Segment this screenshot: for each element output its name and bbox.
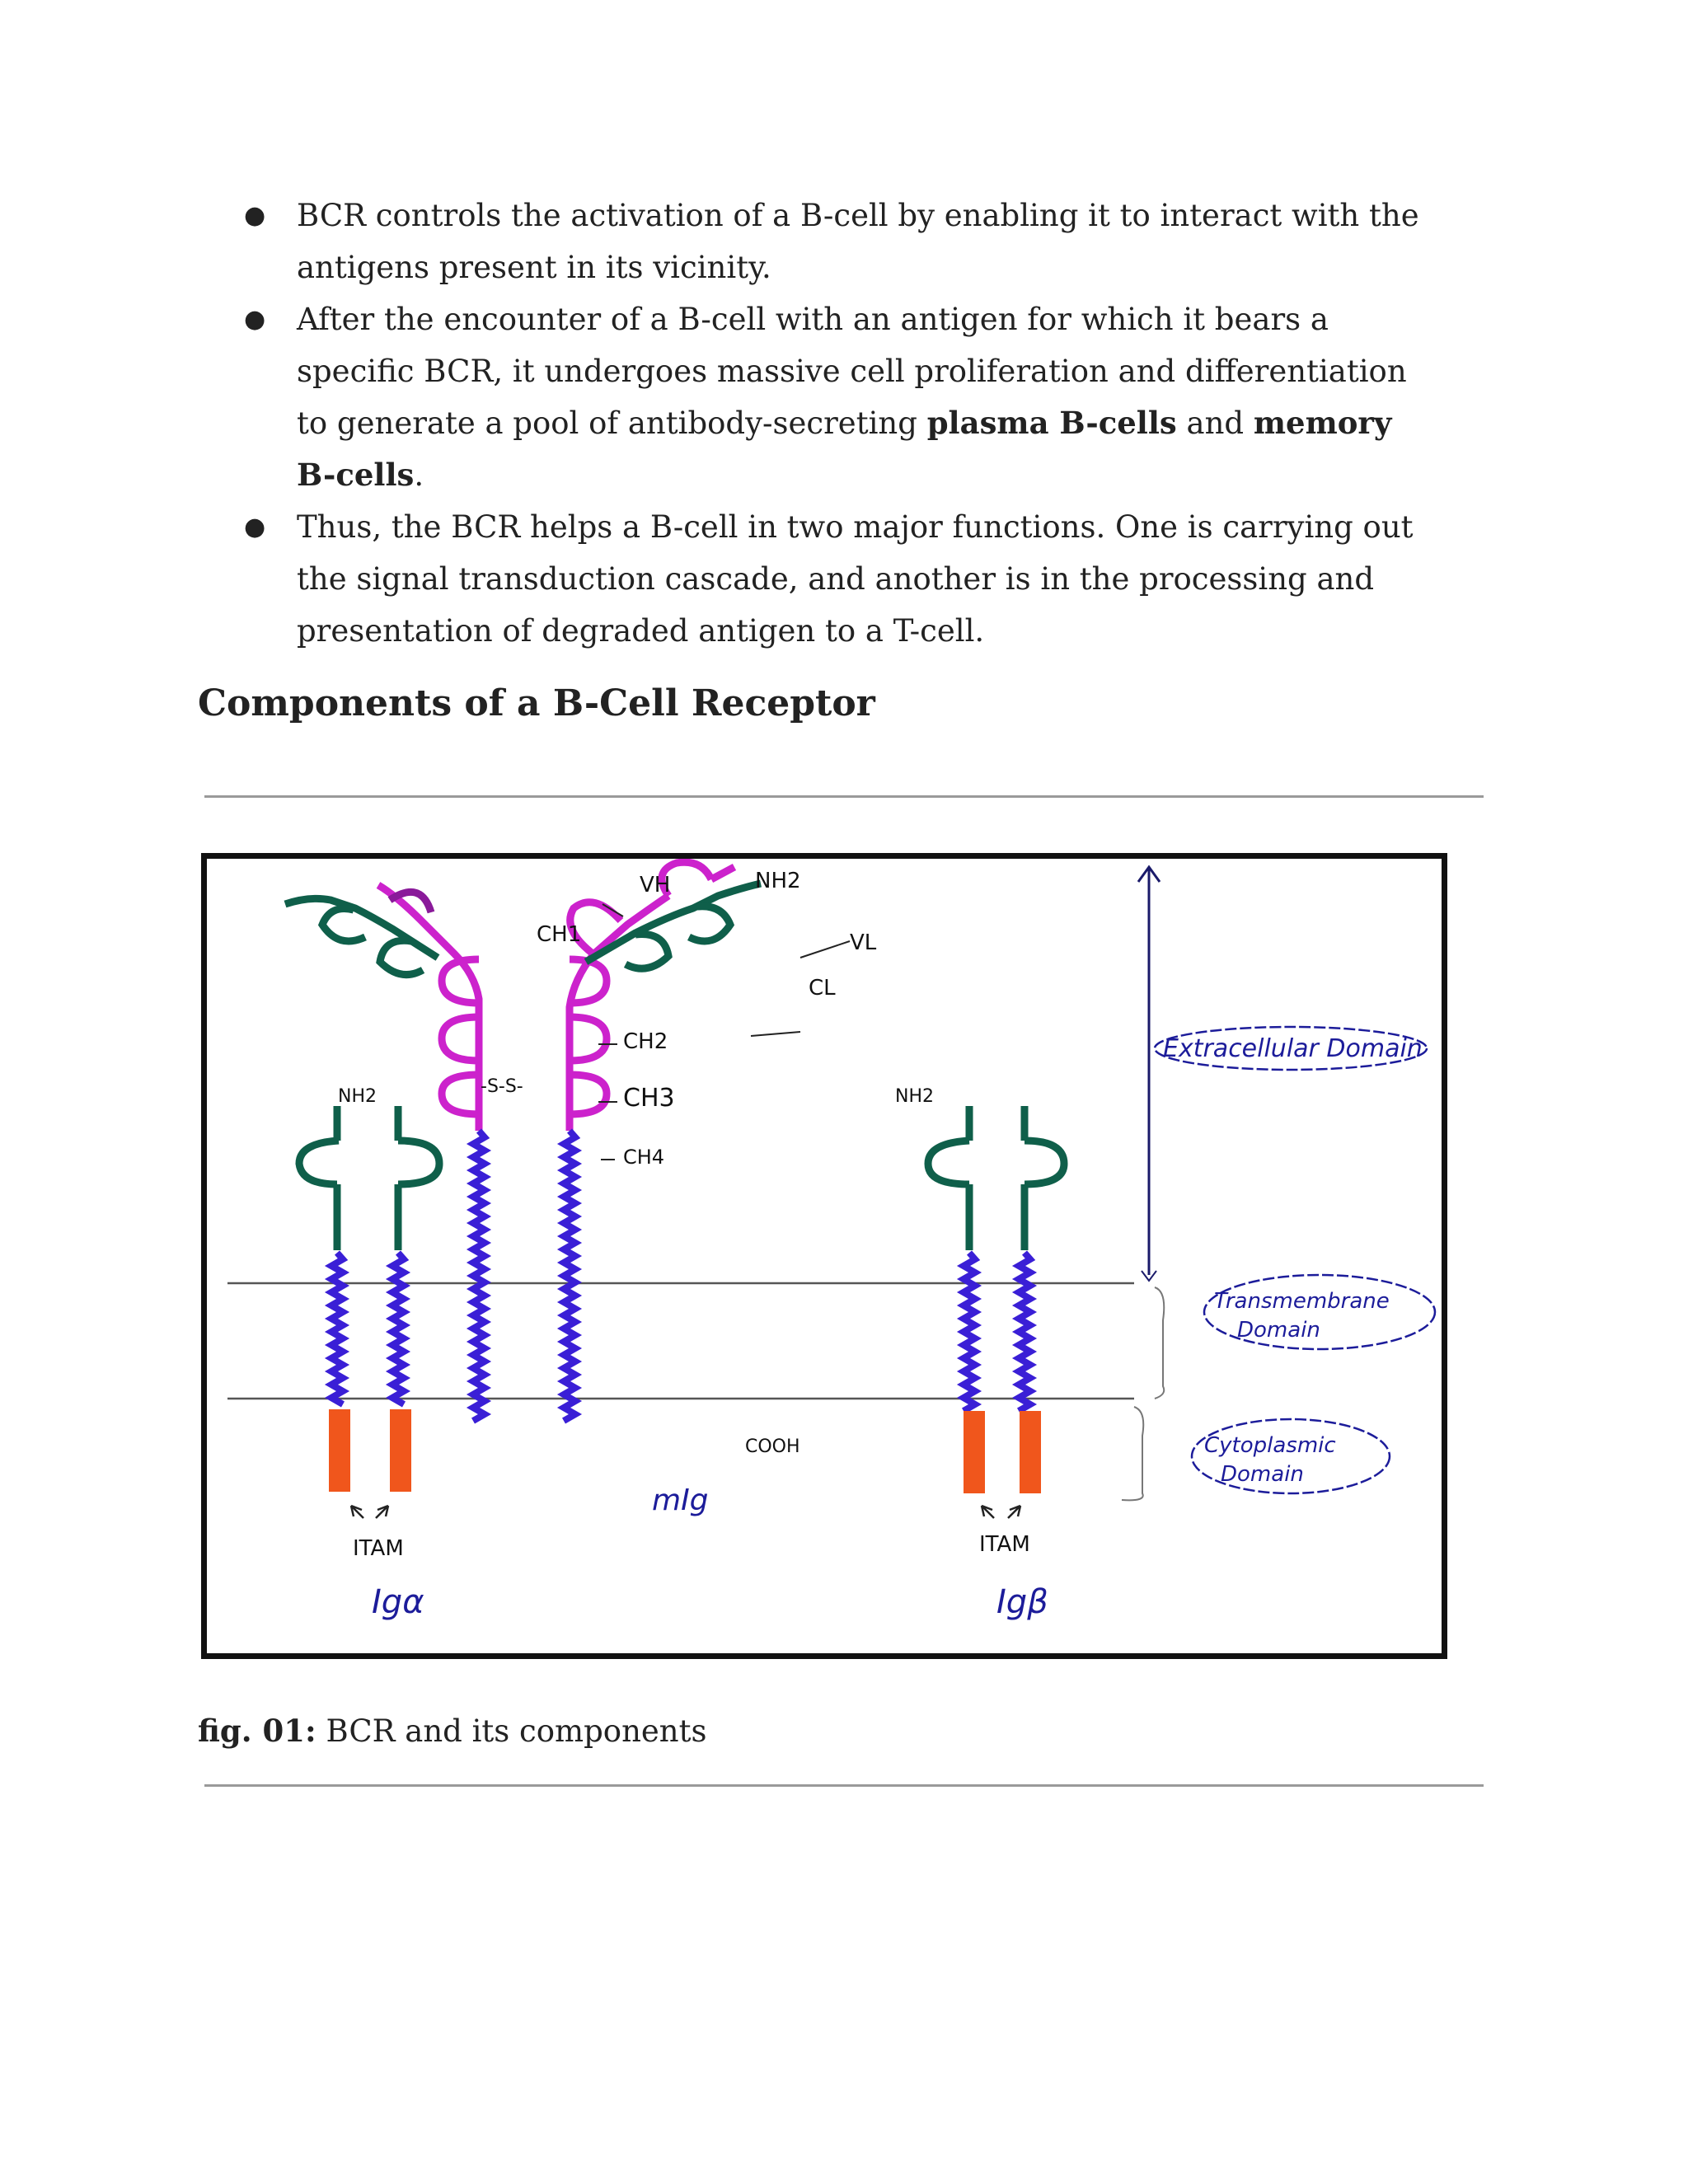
bold-term-plasma: plasma B-cells	[927, 405, 1177, 441]
ch1-label: CH1	[537, 922, 581, 947]
itam-segment	[964, 1411, 985, 1493]
ch4-loop-right	[570, 1075, 607, 1114]
itam-right-label: ITAM	[979, 1532, 1030, 1557]
bullet-text: Thus, the BCR helps a B-cell in two majo…	[297, 509, 1414, 649]
label-arrow	[800, 941, 850, 958]
cytoplasmic-label-2: Domain	[1221, 1462, 1304, 1487]
heavy-chain-right	[711, 867, 734, 879]
nh2-right-label: NH2	[895, 1086, 934, 1107]
bullet-dot: ●	[244, 501, 265, 553]
figure-caption: fig. 01: BCR and its components	[198, 1713, 707, 1749]
ig-alpha-loop-right	[398, 1141, 439, 1184]
caption-text: BCR and its components	[316, 1713, 707, 1749]
bullet-text: BCR controls the activation of a B-cell …	[297, 198, 1419, 285]
itam-segment	[390, 1409, 411, 1492]
ch3-loop-left	[442, 1017, 479, 1061]
itam-segment	[1020, 1411, 1041, 1493]
ig-alpha-group	[299, 1106, 439, 1492]
bullet-item-2: ● After the encounter of a B-cell with a…	[0, 293, 1688, 501]
ig-beta-group	[928, 1106, 1064, 1493]
disulfide-label: -S-S-	[481, 1076, 523, 1097]
cytoplasmic-label-1: Cytoplasmic	[1204, 1433, 1336, 1458]
ch3-label: CH3	[623, 1084, 675, 1113]
ig-alpha-loop-left	[299, 1141, 339, 1184]
bullet-dot: ●	[244, 293, 265, 345]
bullet-item-3: ● Thus, the BCR helps a B-cell in two ma…	[0, 501, 1688, 657]
divider-bottom	[204, 1784, 1484, 1787]
light-chain-right	[586, 883, 761, 962]
itam-arrow-icon	[351, 1506, 363, 1518]
ch2-label: CH2	[623, 1029, 668, 1054]
itam-arrow-icon	[376, 1506, 388, 1518]
cl-label: CL	[809, 976, 836, 1001]
bcr-figure: NH2 VH CH1 VL CL CH2 CH3 CH4 -S-S- NH2 N…	[201, 853, 1447, 1659]
cytoplasmic-bracket	[1122, 1407, 1143, 1500]
ig-alpha-label: Igα	[372, 1583, 424, 1621]
ch4-loop-left	[442, 1075, 479, 1114]
ig-beta-label: Igβ	[996, 1583, 1048, 1621]
bcr-diagram: NH2 VH CH1 VL CL CH2 CH3 CH4 -S-S- NH2 N…	[207, 859, 1442, 1653]
itam-arrow-icon	[982, 1506, 994, 1518]
nh2-left-label: NH2	[338, 1086, 377, 1107]
nh2-top-label: NH2	[755, 869, 801, 893]
bullet-item-1: ● BCR controls the activation of a B-cel…	[0, 190, 1688, 293]
extracellular-label: Extracellular Domain	[1163, 1034, 1423, 1063]
cooh-label: COOH	[745, 1436, 800, 1457]
label-arrow	[751, 1032, 800, 1036]
transmembrane-label-1: Transmembrane	[1214, 1289, 1390, 1314]
mig-label: mIg	[652, 1483, 709, 1517]
ch4-label: CH4	[623, 1146, 664, 1169]
ig-beta-loop-left	[928, 1141, 969, 1184]
bullet-text: and	[1177, 405, 1254, 441]
itam-arrow-icon	[1008, 1506, 1020, 1518]
transmembrane-coil	[964, 1253, 975, 1411]
bullet-list: ● BCR controls the activation of a B-cel…	[0, 190, 1688, 657]
ig-beta-loop-right	[1025, 1141, 1064, 1184]
divider-top	[204, 795, 1484, 798]
mig-group	[285, 862, 761, 1421]
transmembrane-coil	[473, 1131, 485, 1421]
transmembrane-bracket	[1155, 1287, 1164, 1399]
itam-left-label: ITAM	[353, 1536, 404, 1561]
ch3-loop-right	[570, 1017, 607, 1061]
transmembrane-coil	[331, 1253, 343, 1404]
transmembrane-coil	[392, 1253, 404, 1404]
bullet-text: .	[414, 457, 424, 493]
vl-loop-right	[689, 907, 730, 941]
vl-label: VL	[850, 930, 877, 955]
transmembrane-coil	[1019, 1253, 1030, 1411]
section-heading: Components of a B-Cell Receptor	[198, 682, 875, 724]
vh-label: VH	[640, 873, 670, 898]
caption-label: fig. 01:	[198, 1713, 316, 1749]
transmembrane-coil	[564, 1131, 575, 1421]
itam-segment	[329, 1409, 350, 1492]
transmembrane-label-2: Domain	[1237, 1318, 1320, 1343]
light-chain-left	[285, 898, 438, 958]
bullet-dot: ●	[244, 190, 265, 241]
cl-loop-right	[626, 935, 668, 969]
heavy-chain-left	[378, 885, 479, 1081]
